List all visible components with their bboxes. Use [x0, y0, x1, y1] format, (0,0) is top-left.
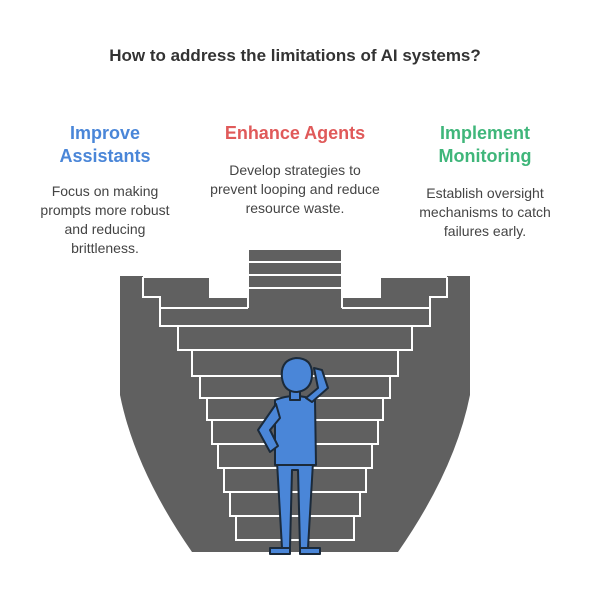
page-title: How to address the limitations of AI sys… — [109, 46, 481, 65]
option-implement-monitoring: Implement Monitoring Establish oversight… — [405, 122, 565, 241]
option-title: Implement Monitoring — [438, 123, 532, 166]
confused-person-icon — [257, 357, 329, 555]
option-description: Establish oversight mechanisms to catch … — [419, 185, 551, 239]
option-description: Focus on making prompts more robust and … — [40, 183, 170, 256]
option-description: Develop strategies to prevent looping an… — [210, 162, 380, 216]
option-enhance-agents: Enhance Agents Develop strategies to pre… — [205, 122, 385, 218]
option-improve-assistants: Improve Assistants Focus on making promp… — [30, 122, 180, 258]
option-title: Enhance Agents — [224, 123, 366, 143]
option-title: Improve Assistants — [59, 123, 151, 166]
